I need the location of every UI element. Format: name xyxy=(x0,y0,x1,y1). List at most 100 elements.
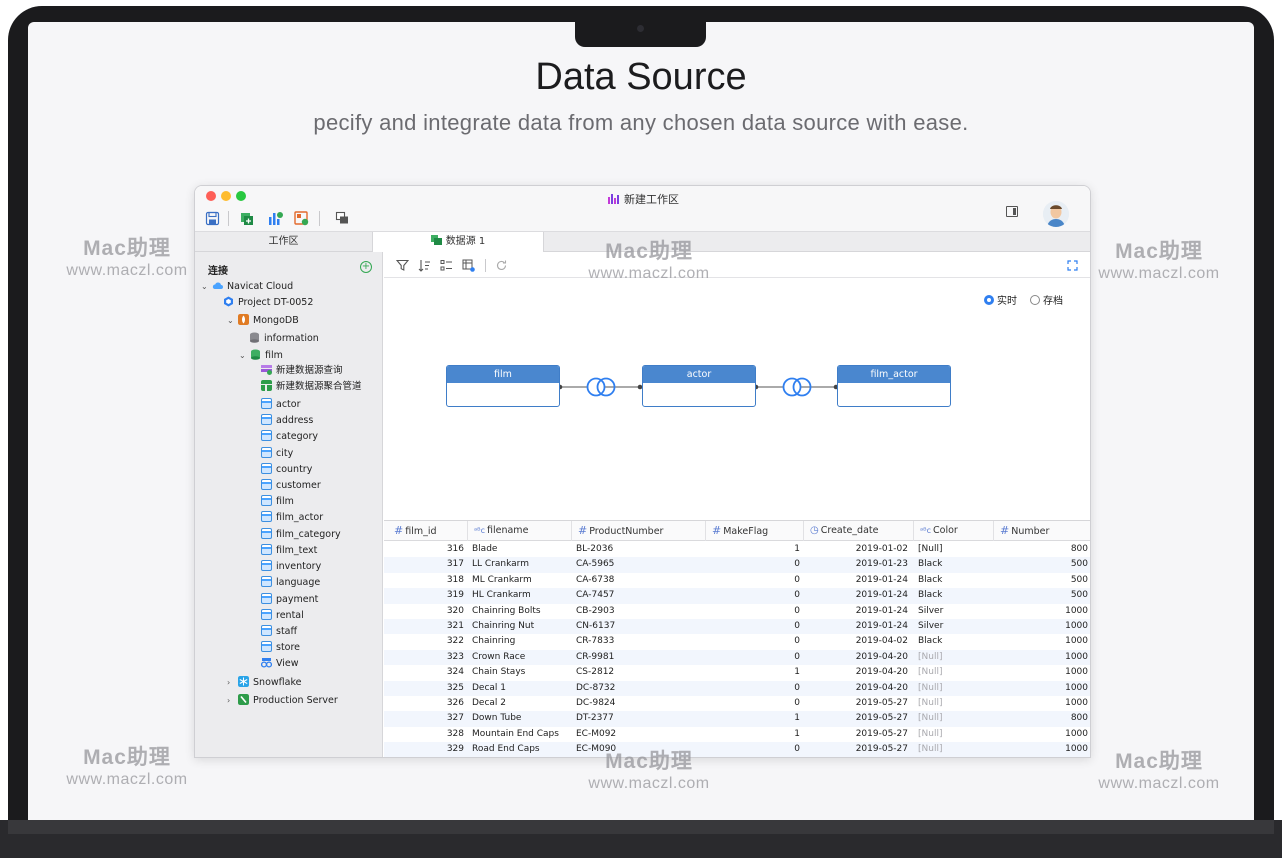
column-header[interactable]: #Number xyxy=(1000,524,1050,537)
tree-item-table[interactable]: country xyxy=(261,462,312,478)
tree-item-table[interactable]: actor xyxy=(261,397,301,413)
radio-unselected-icon[interactable] xyxy=(1030,295,1040,305)
table-cell[interactable]: 327 xyxy=(446,713,464,724)
column-header[interactable]: ◷Create_date xyxy=(804,521,914,541)
table-cell[interactable]: 0 xyxy=(794,682,800,693)
table-cell[interactable]: Silver xyxy=(918,621,944,631)
tree-item-table[interactable]: payment xyxy=(261,592,318,608)
diagram-node-film[interactable]: film xyxy=(446,365,560,407)
tree-item-table[interactable]: inventory xyxy=(261,559,321,575)
table-cell[interactable]: 319 xyxy=(446,590,464,601)
inner-join-icon[interactable] xyxy=(782,377,812,397)
table-cell[interactable]: 2019-05-27 xyxy=(855,744,908,755)
table-cell[interactable]: Mountain End Caps xyxy=(472,728,559,739)
table-cell[interactable]: Blade xyxy=(472,544,498,554)
table-cell[interactable]: 0 xyxy=(794,559,800,570)
table-cell[interactable]: 500 xyxy=(1070,590,1088,601)
table-cell[interactable]: CR-9981 xyxy=(576,651,615,662)
table-cell[interactable]: CA-5965 xyxy=(576,559,615,570)
tree-item-navicat-cloud[interactable]: ⌄ Navicat Cloud xyxy=(201,279,293,295)
table-cell[interactable]: [Null] xyxy=(918,698,943,708)
table-cell[interactable]: EC-M090 xyxy=(576,744,617,755)
table-cell[interactable]: 2019-04-20 xyxy=(855,682,908,693)
table-cell[interactable]: [Null] xyxy=(918,651,943,662)
table-cell[interactable]: 0 xyxy=(794,574,800,585)
table-cell[interactable]: 326 xyxy=(446,698,464,708)
filter-icon[interactable] xyxy=(396,259,409,272)
tree-item-table[interactable]: staff xyxy=(261,624,297,640)
inner-join-icon[interactable] xyxy=(586,377,616,397)
add-chart-icon[interactable] xyxy=(268,211,283,226)
chevron-down-icon[interactable]: ⌄ xyxy=(227,316,234,325)
toggle-panel-icon[interactable] xyxy=(1006,206,1018,217)
table-cell[interactable]: HL Crankarm xyxy=(472,590,531,601)
chevron-right-icon[interactable]: › xyxy=(227,678,231,687)
table-cell[interactable]: 1000 xyxy=(1065,651,1088,662)
table-cell[interactable]: 0 xyxy=(794,744,800,755)
tree-item-table[interactable]: language xyxy=(261,575,320,591)
table-cell[interactable]: 0 xyxy=(794,605,800,616)
table-cell[interactable]: DC-8732 xyxy=(576,682,616,693)
tree-item-table[interactable]: category xyxy=(261,429,318,445)
tree-item-view[interactable]: View xyxy=(261,656,299,672)
minimize-window-button[interactable] xyxy=(221,191,231,201)
table-cell[interactable]: BL-2036 xyxy=(576,544,614,554)
table-cell[interactable]: 2019-01-23 xyxy=(855,559,908,570)
add-dashboard-icon[interactable] xyxy=(294,211,309,226)
table-cell[interactable]: 1000 xyxy=(1065,667,1088,678)
table-cell[interactable]: 325 xyxy=(446,682,464,693)
table-cell[interactable]: Chain Stays xyxy=(472,667,526,678)
table-cell[interactable]: Black xyxy=(918,574,943,585)
table-cell[interactable]: [Null] xyxy=(918,744,943,755)
table-cell[interactable]: 2019-05-27 xyxy=(855,728,908,739)
table-cell[interactable]: [Null] xyxy=(918,682,943,693)
diagram-node-film-actor[interactable]: film_actor xyxy=(837,365,951,407)
table-cell[interactable]: 1000 xyxy=(1065,744,1088,755)
diagram-node-actor[interactable]: actor xyxy=(642,365,756,407)
table-cell[interactable]: 2019-01-24 xyxy=(855,574,908,585)
table-cell[interactable]: CS-2812 xyxy=(576,667,615,678)
column-header[interactable]: #MakeFlag xyxy=(706,521,804,541)
table-cell[interactable]: 1 xyxy=(794,667,800,678)
table-cell[interactable]: 800 xyxy=(1070,544,1088,554)
chevron-right-icon[interactable]: › xyxy=(227,696,231,705)
tree-item-snowflake[interactable]: › Snowflake xyxy=(227,675,301,691)
table-cell[interactable]: 0 xyxy=(794,621,800,631)
table-cell[interactable]: 2019-01-24 xyxy=(855,605,908,616)
table-cell[interactable]: DC-9824 xyxy=(576,698,616,708)
close-window-button[interactable] xyxy=(206,191,216,201)
table-cell[interactable]: Chainring xyxy=(472,636,516,647)
table-cell[interactable]: 1000 xyxy=(1065,698,1088,708)
table-cell[interactable]: CA-7457 xyxy=(576,590,615,601)
table-cell[interactable]: 2019-05-27 xyxy=(855,698,908,708)
table-cell[interactable]: 1000 xyxy=(1065,636,1088,647)
table-cell[interactable]: 500 xyxy=(1070,559,1088,570)
table-cell[interactable]: 1000 xyxy=(1065,621,1088,631)
tree-item-table[interactable]: film_actor xyxy=(261,510,323,526)
column-header[interactable]: #ProductNumber xyxy=(572,521,706,541)
tree-item-table[interactable]: film_text xyxy=(261,543,317,559)
table-cell[interactable]: 328 xyxy=(446,728,464,739)
table-cell[interactable]: Decal 2 xyxy=(472,698,507,708)
table-cell[interactable]: Down Tube xyxy=(472,713,522,724)
table-cell[interactable]: 1 xyxy=(794,728,800,739)
refresh-icon[interactable] xyxy=(495,259,508,272)
table-cell[interactable]: 318 xyxy=(446,574,464,585)
table-cell[interactable]: 2019-04-02 xyxy=(855,636,908,647)
table-cell[interactable]: DT-2377 xyxy=(576,713,614,724)
table-cell[interactable]: Black xyxy=(918,636,943,647)
table-cell[interactable]: 1000 xyxy=(1065,605,1088,616)
tree-item-table[interactable]: store xyxy=(261,640,300,656)
table-cell[interactable]: 329 xyxy=(446,744,464,755)
table-cell[interactable]: [Null] xyxy=(918,544,943,554)
tree-item-table[interactable]: customer xyxy=(261,478,321,494)
